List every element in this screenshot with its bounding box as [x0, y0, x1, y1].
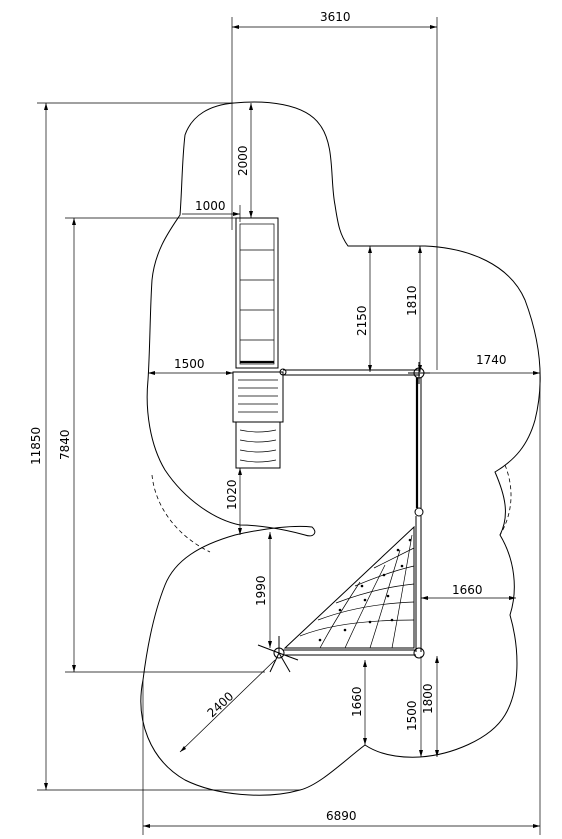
dim-bottom-right [419, 656, 439, 757]
dim-net-height [268, 532, 272, 648]
dim-bottom-left-clear [363, 660, 367, 745]
left-anchor-post [257, 636, 299, 673]
label-left-clearance: 1500 [174, 357, 205, 371]
dim-total-width [142, 373, 541, 835]
label-slide-offset: 1000 [195, 199, 226, 213]
label-bottom-left-clear: 1660 [350, 686, 364, 717]
dim-slide-run [249, 103, 253, 218]
climbing-net [283, 525, 415, 649]
label-right-clearance: 1740 [476, 353, 507, 367]
label-slide-run: 2000 [236, 145, 250, 176]
dim-net-right-clear [421, 596, 516, 600]
lower-frame [283, 516, 425, 659]
dashed-zone-curve-left [151, 474, 211, 553]
label-frame-height: 7840 [58, 429, 72, 460]
safety-zone-outline [140, 101, 541, 796]
dim-top-width [231, 17, 438, 370]
right-post-top [408, 362, 430, 384]
vertical-beam [414, 378, 424, 517]
dim-total-height [37, 102, 300, 791]
slide [235, 217, 279, 369]
label-net-height: 1990 [254, 575, 268, 606]
net-knots [318, 538, 412, 642]
label-right-tower: 1810 [405, 285, 419, 316]
dim-left-clearance [148, 371, 233, 375]
dim-slide-offset [182, 205, 241, 222]
dim-right-clearance [420, 371, 540, 375]
platform-deck [232, 371, 284, 423]
label-bottom-left-gap: 1020 [225, 479, 239, 510]
dashed-zone-curve-right [499, 464, 512, 536]
label-bottom-right-a: 1500 [405, 700, 419, 731]
label-bottom-right-b: 1800 [421, 683, 435, 714]
top-beam [279, 368, 420, 376]
dim-bottom-left-gap [238, 468, 242, 535]
label-net-right-clear: 1660 [452, 583, 483, 597]
label-deck-beam: 2150 [355, 305, 369, 336]
dim-frame-height [65, 217, 265, 673]
dim-deck-beam [348, 245, 425, 372]
label-total-width: 6890 [326, 809, 357, 823]
label-top-width: 3610 [320, 10, 351, 24]
label-total-height: 11850 [29, 427, 43, 465]
label-radius: 2400 [204, 689, 236, 720]
stairs [235, 422, 281, 469]
dim-radius [179, 659, 276, 753]
